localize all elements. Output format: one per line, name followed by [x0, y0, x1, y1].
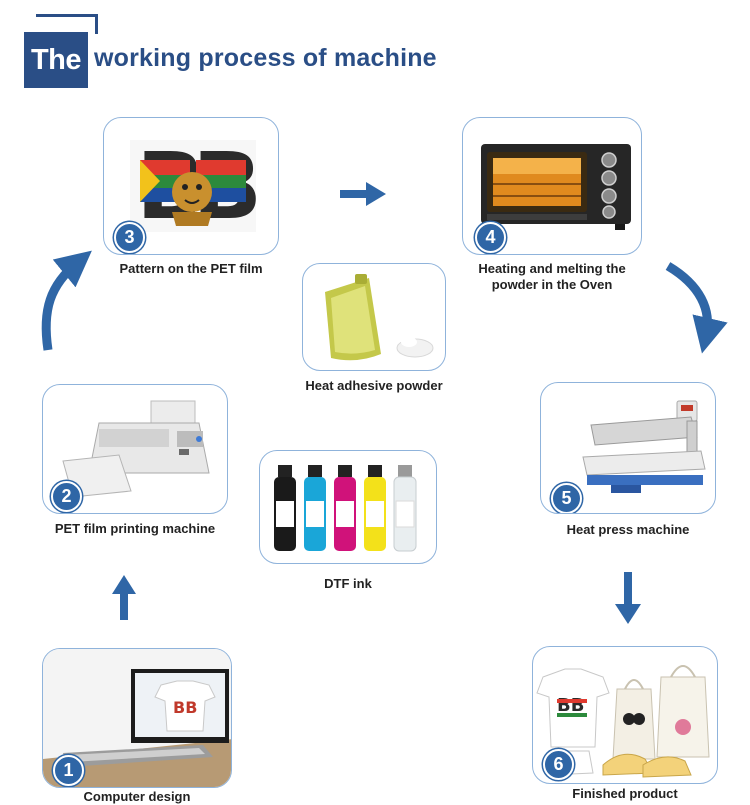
- step-6-badge: 6: [543, 749, 574, 780]
- title-text: working process of machine: [94, 44, 437, 72]
- step-2-card: 2: [42, 384, 228, 514]
- title-bracket: [36, 14, 98, 17]
- step-4-label-line1: Heating and melting the: [478, 261, 626, 276]
- powder-card: [302, 263, 446, 371]
- step-6-card: BB 6: [532, 646, 718, 784]
- title-bracket-side: [95, 14, 98, 34]
- step-4-label-line2: powder in the Oven: [491, 277, 613, 292]
- step-2-label: PET film printing machine: [54, 521, 216, 536]
- arrow-curve-2-3: [41, 250, 92, 351]
- step-4-card: 4: [462, 117, 642, 255]
- svg-text:BB: BB: [173, 698, 197, 717]
- step-3-label: Pattern on the PET film: [119, 261, 263, 276]
- ink-bottle-magenta: [334, 465, 356, 551]
- ink-bottle-black: [274, 465, 296, 551]
- dtf-ink-bottles-image: [274, 465, 417, 552]
- svg-text:BB: BB: [557, 695, 584, 716]
- step-5-card: 5: [540, 382, 716, 514]
- step-1-badge: 1: [53, 755, 84, 786]
- step-5-badge: 5: [551, 483, 582, 513]
- arrow-right-3-4: [340, 182, 386, 206]
- step-1-card: BB 1: [42, 648, 232, 788]
- printer-image: [62, 400, 210, 498]
- heat-press-image: [582, 400, 706, 493]
- powder-label: Heat adhesive powder: [305, 378, 443, 393]
- oven-image: [481, 144, 631, 230]
- ink-card: [259, 450, 437, 564]
- arrow-down-5-6: [615, 572, 641, 624]
- step-5-label: Heat press machine: [566, 522, 690, 537]
- ink-bottle-white: [393, 465, 417, 552]
- step-4-badge: 4: [475, 222, 506, 253]
- arrow-up-1-2: [112, 575, 136, 620]
- title-highlight: The: [24, 32, 88, 88]
- step-3-card: BB 3: [103, 117, 279, 255]
- step-3-badge: 3: [114, 222, 145, 253]
- powder-pouch-image: [325, 274, 434, 361]
- page-title: The working process of machine: [24, 14, 444, 94]
- ink-bottle-cyan: [304, 465, 326, 551]
- step-6-label: Finished product: [572, 786, 678, 801]
- ink-label: DTF ink: [324, 576, 372, 591]
- ink-bottle-yellow: [364, 465, 386, 551]
- arrow-curve-4-5: [665, 262, 728, 354]
- step-1-label: Computer design: [83, 789, 191, 804]
- step-2-badge: 2: [51, 481, 82, 512]
- pet-film-pattern-image: BB: [130, 133, 270, 240]
